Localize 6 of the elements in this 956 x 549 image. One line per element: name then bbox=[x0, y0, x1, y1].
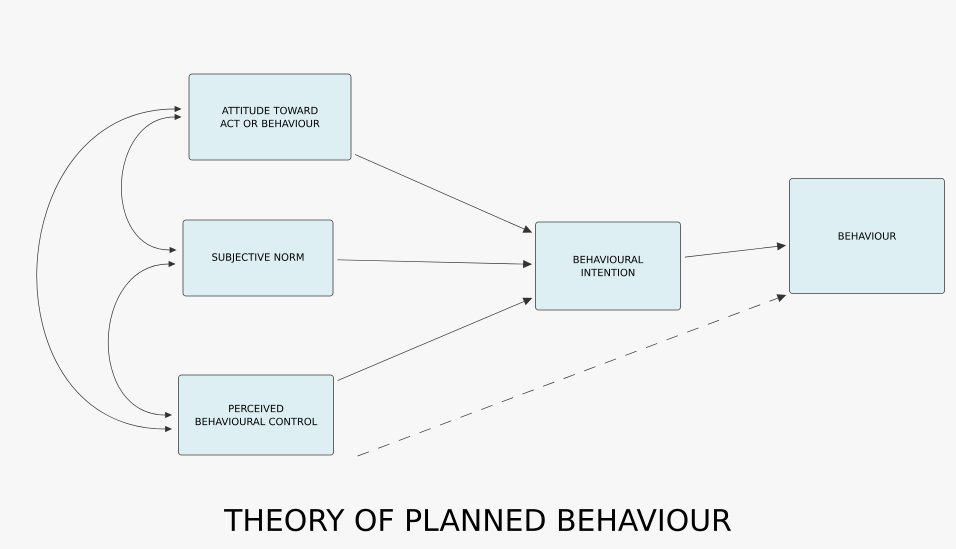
process-box: BEHAVIOUR bbox=[789, 178, 945, 294]
process-box: BEHAVIOURAL INTENTION bbox=[535, 222, 681, 310]
process-box: ATTITUDE TOWARD ACT OR BEHAVIOUR bbox=[188, 74, 352, 160]
title: THEORY OF PLANNED BEHAVIOUR bbox=[224, 508, 732, 532]
process-box: PERCEIVED BEHAVIOURAL CONTROL bbox=[178, 374, 334, 456]
process-box: SUBJECTIVE NORM bbox=[182, 220, 334, 296]
